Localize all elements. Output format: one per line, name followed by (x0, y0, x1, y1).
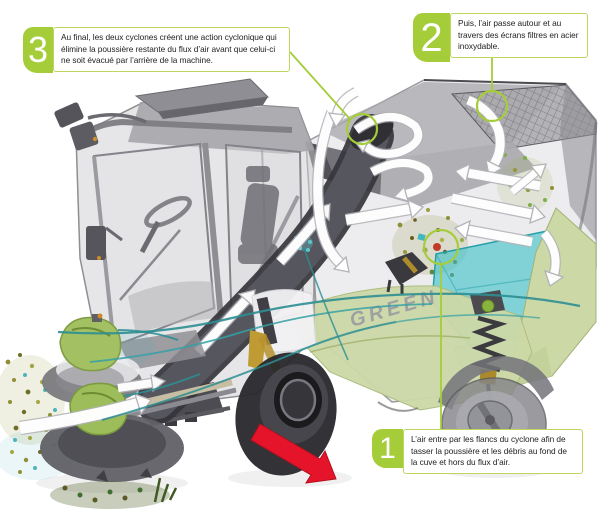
mirrors (54, 102, 147, 260)
callout-1: 1 L’air entre par les flancs du cyclone … (372, 429, 583, 474)
airflow-arrow (327, 87, 359, 129)
airflow-arrow (539, 229, 565, 288)
callout-3-text: Au final, les deux cyclones créent une a… (53, 27, 290, 72)
annotation-circle-3 (345, 112, 379, 146)
roof-vent (134, 78, 270, 119)
airflow-arrow (509, 163, 547, 196)
driver-seat (238, 166, 280, 264)
annotations (289, 51, 509, 429)
airflow-arrow (117, 373, 167, 394)
callout-1-text: L’air entre par les flancs du cyclone af… (403, 429, 583, 474)
steering-wheel (139, 195, 192, 254)
exhaust-arrow (250, 423, 337, 484)
callout-2-number: 2 (413, 13, 450, 62)
airflow-arrow (453, 219, 534, 248)
brush-cover-upper (59, 313, 122, 372)
callout-2-text: Puis, l’air passe autour et au travers d… (450, 13, 588, 58)
grass-tuft (50, 477, 178, 509)
callout-2: 2 Puis, l’air passe autour et au travers… (413, 13, 588, 62)
callout-3-number: 3 (23, 27, 53, 73)
connector-line-3 (289, 51, 351, 120)
airflow-arrows (193, 87, 565, 356)
airflow-arrow (311, 109, 350, 273)
airflow-arrow (369, 157, 434, 202)
callout-1-number: 1 (372, 429, 403, 468)
brush-assembly (0, 313, 237, 509)
airflow-arrow (450, 192, 547, 225)
water-hoses (57, 247, 581, 421)
callout-3: 3 Au final, les deux cyclones créent une… (23, 27, 290, 73)
deflector-bracket (385, 252, 428, 294)
airflow-arrow (344, 198, 425, 227)
filter-mesh (450, 84, 597, 151)
